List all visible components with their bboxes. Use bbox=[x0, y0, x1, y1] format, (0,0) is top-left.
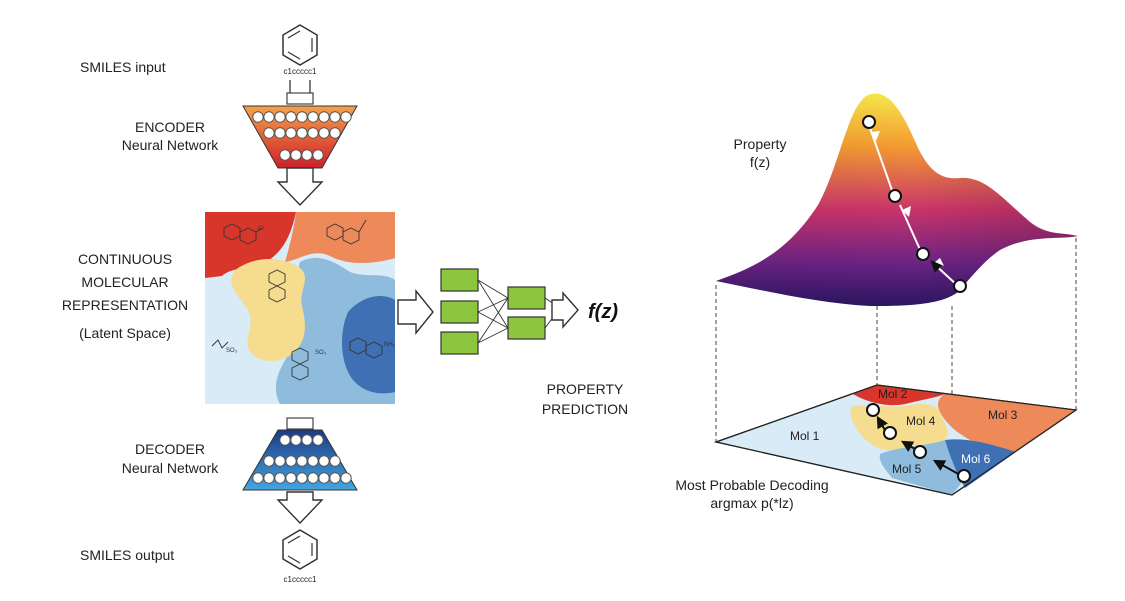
decoder-subtitle: Neural Network bbox=[121, 460, 219, 476]
latent-label-line3: REPRESENTATION bbox=[61, 297, 189, 313]
property-label-line2: f(z) bbox=[749, 154, 771, 170]
latent-label-line2: MOLECULAR bbox=[81, 274, 169, 290]
mol2-label: Mol 2 bbox=[878, 387, 908, 401]
fz-label: f(z) bbox=[588, 301, 618, 323]
optimization-path-surface bbox=[862, 115, 967, 293]
decoding-label-line2: argmax p(*lz) bbox=[710, 495, 794, 511]
encoder-network bbox=[242, 80, 358, 169]
latent-space-map: Cl SO₃ SO₃ NH₂ bbox=[205, 212, 396, 404]
decoder-network bbox=[242, 417, 358, 491]
mol5-label: Mol 5 bbox=[892, 462, 922, 476]
latent-label-line1: CONTINUOUS bbox=[77, 251, 173, 267]
mol1-label: Mol 1 bbox=[790, 429, 820, 443]
benzene-output-icon bbox=[282, 529, 318, 570]
smiles-input-string: c1ccccc1 bbox=[283, 67, 317, 76]
decoding-label-line1: Most Probable Decoding bbox=[675, 477, 829, 493]
encoder-title: ENCODER bbox=[134, 119, 205, 135]
arrow-down-decoder bbox=[276, 491, 324, 525]
mol3-label: Mol 3 bbox=[988, 408, 1018, 422]
property-label-line1: Property bbox=[733, 136, 787, 152]
smiles-input-label: SMILES input bbox=[80, 59, 166, 75]
arrow-right-prediction bbox=[551, 291, 579, 329]
property-prediction-network bbox=[440, 268, 561, 355]
smiles-output-string: c1ccccc1 bbox=[283, 575, 317, 584]
svg-text:SO₃: SO₃ bbox=[315, 350, 327, 356]
latent-label-line4: (Latent Space) bbox=[79, 325, 171, 341]
svg-text:SO₃: SO₃ bbox=[226, 348, 238, 354]
svg-text:Cl: Cl bbox=[258, 226, 264, 232]
optimization-path-plane bbox=[866, 403, 971, 483]
decoder-title: DECODER bbox=[134, 441, 205, 457]
benzene-input-icon bbox=[282, 24, 318, 66]
mol6-label: Mol 6 bbox=[961, 452, 991, 466]
svg-text:NH₂: NH₂ bbox=[384, 342, 396, 348]
arrow-down-encoder bbox=[276, 167, 324, 207]
prediction-label-line1: PROPERTY bbox=[546, 381, 624, 397]
encoder-subtitle: Neural Network bbox=[121, 137, 219, 153]
mol4-label: Mol 4 bbox=[906, 414, 936, 428]
prediction-label-line2: PREDICTION bbox=[541, 401, 629, 417]
arrow-right-latent bbox=[397, 289, 434, 335]
smiles-output-label: SMILES output bbox=[80, 547, 175, 563]
